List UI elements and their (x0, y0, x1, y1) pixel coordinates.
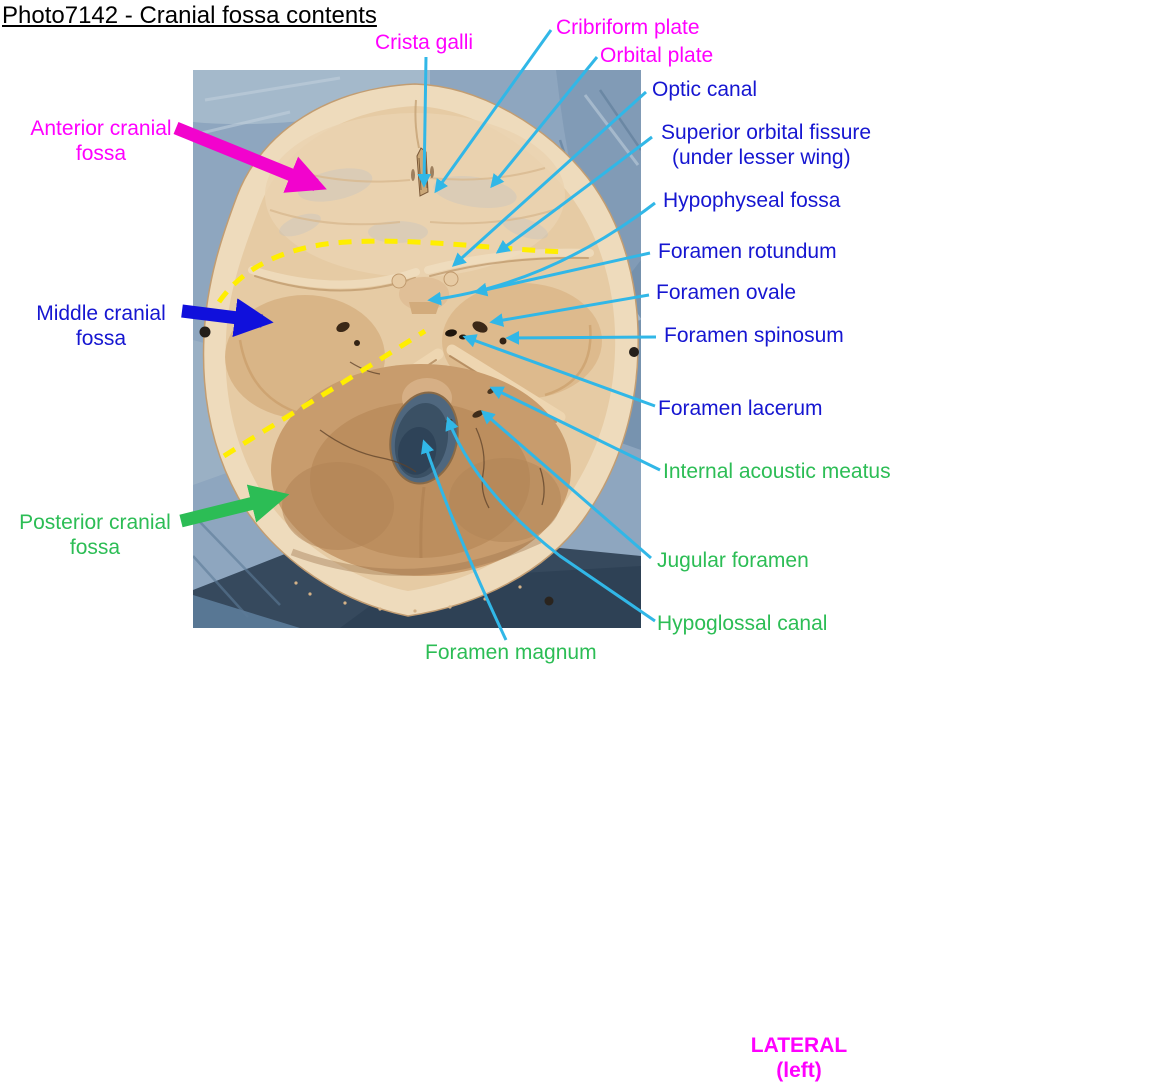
label-anterior-line1: Anterior cranial (30, 117, 172, 140)
label-internal-acoustic-meatus: Internal acoustic meatus (663, 460, 891, 483)
label-posterior-line2: fossa (69, 536, 121, 559)
skull-interior (199, 83, 639, 617)
label-orbital-plate: Orbital plate (600, 44, 714, 67)
label-middle-line2: fossa (75, 327, 127, 350)
leader-foramen-spinosum (505, 331, 657, 345)
label-anterior-cranial-fossa: Anterior cranial fossa (20, 116, 182, 166)
orientation-line1: LATERAL (750, 1034, 848, 1057)
label-posterior-line1: Posterior cranial (19, 511, 171, 534)
leader-superior-orbital-fissure (495, 135, 653, 254)
orientation-label: LATERAL (left) (744, 1033, 854, 1082)
posterior-fossa-arrow (179, 484, 290, 528)
label-foramen-magnum: Foramen magnum (425, 641, 597, 664)
leader-lines (417, 29, 661, 641)
anterior-fossa-floor (265, 113, 565, 277)
middle-posterior-boundary-dashes (222, 328, 427, 459)
label-middle-cranial-fossa: Middle cranial fossa (20, 301, 182, 351)
label-superior-orbital-fissure-line1: Superior orbital fissure (661, 121, 872, 144)
label-middle-line1: Middle cranial (36, 302, 166, 325)
label-foramen-rotundum: Foramen rotundum (658, 240, 837, 263)
fossa-arrows (173, 121, 327, 528)
middle-fossa-arrow (181, 298, 274, 337)
figure-title: Photo7142 - Cranial fossa contents (2, 2, 377, 29)
label-foramen-ovale: Foramen ovale (656, 281, 797, 304)
leader-orbital-plate (490, 56, 599, 189)
mounting-screws (199, 326, 639, 606)
leader-foramen-lacerum (462, 334, 656, 408)
leader-optic-canal (451, 90, 648, 267)
leader-hypoglossal-canal (445, 416, 656, 623)
leader-internal-acoustic-meatus (489, 386, 661, 472)
leader-foramen-rotundum (473, 251, 651, 297)
label-foramen-lacerum: Foramen lacerum (658, 397, 823, 420)
leader-jugular-foramen (480, 410, 652, 560)
leader-foramen-magnum (420, 439, 508, 641)
label-hypoglossal-canal: Hypoglossal canal (657, 612, 828, 635)
label-posterior-cranial-fossa: Posterior cranial fossa (12, 510, 178, 560)
label-jugular-foramen: Jugular foramen (657, 549, 809, 572)
leader-cribriform-plate (434, 29, 553, 194)
leader-hypophyseal-fossa (427, 201, 656, 306)
cut-rim-pores (294, 581, 522, 613)
label-cribriform-plate: Cribriform plate (556, 16, 700, 39)
orientation-line2: (left) (776, 1059, 822, 1082)
anterior-fossa-arrow (173, 121, 327, 193)
label-anterior-line2: fossa (75, 142, 127, 165)
leader-foramen-ovale (489, 293, 650, 327)
label-superior-orbital-fissure-line2: (under lesser wing) (672, 146, 851, 169)
leader-crista-galli (417, 56, 432, 188)
label-superior-orbital-fissure: Superior orbital fissure (under lesser w… (661, 120, 871, 170)
label-crista-galli: Crista galli (375, 31, 474, 54)
label-optic-canal: Optic canal (652, 78, 758, 101)
label-hypophyseal-fossa: Hypophyseal fossa (663, 189, 841, 212)
specimen-photo (193, 70, 641, 628)
label-foramen-spinosum: Foramen spinosum (664, 324, 844, 347)
